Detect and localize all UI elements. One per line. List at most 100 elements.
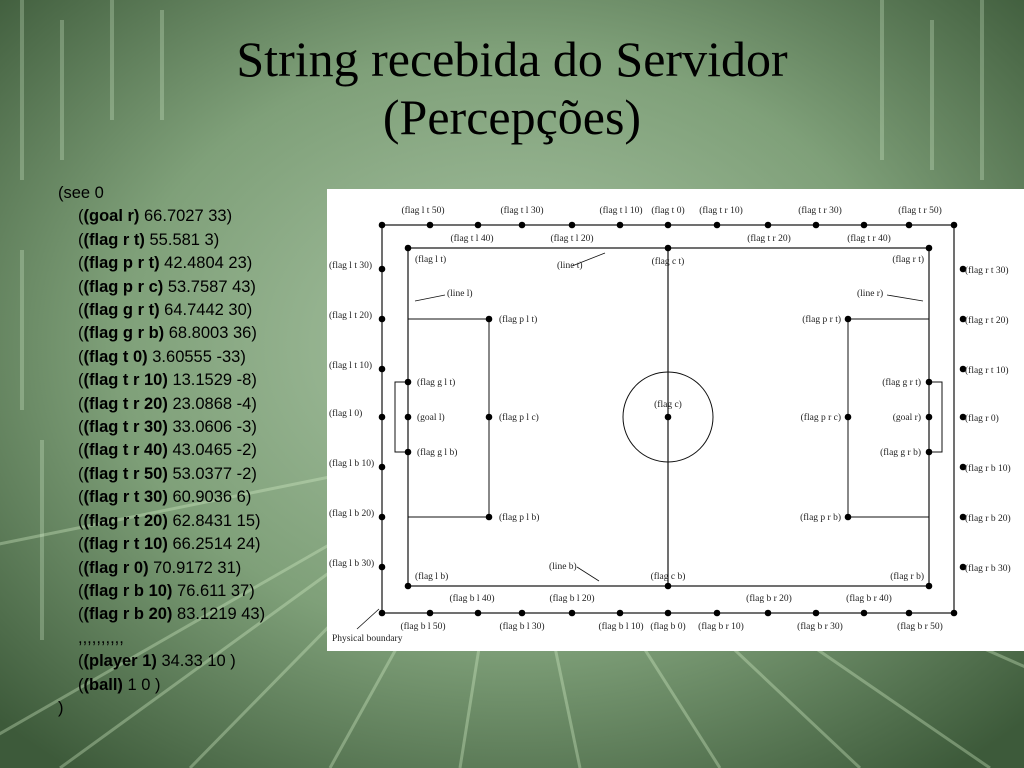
flag-label: (line r) — [857, 288, 883, 299]
code-entry-value: 34.33 10 ) — [156, 652, 236, 671]
flag-marker — [664, 244, 672, 252]
code-entry: ((flag r t 20) 62.8431 15) — [78, 511, 261, 530]
flag-label: (flag l b) — [415, 571, 448, 582]
flag-right-outer-marker — [959, 563, 967, 571]
flag-right-outer-marker — [959, 265, 967, 273]
center-circle — [622, 371, 714, 463]
flag-bottom-outer-label: (flag b l 50) — [400, 621, 445, 632]
flag-marker — [844, 513, 852, 521]
code-entries: ((goal r) 66.7027 33)((flag r t) 55.581 … — [58, 205, 328, 626]
flag-label: (goal l) — [417, 412, 445, 423]
line-r-arrow — [886, 294, 924, 302]
flag-right-outer-marker — [959, 463, 967, 471]
flag-left-outer-marker — [378, 513, 386, 521]
code-entry-key: (flag t r 30) — [83, 418, 168, 437]
flag-top-outer-marker — [905, 221, 913, 229]
flag-right-outer-label: (flag r b 20) — [965, 513, 1011, 524]
flag-bottom-outer-marker — [518, 609, 526, 617]
code-entry-key: (player 1) — [83, 652, 157, 671]
flag-marker — [485, 413, 493, 421]
code-entry: ((flag p r t) 42.4804 23) — [78, 254, 253, 273]
flag-right-outer-label: (flag r t 10) — [965, 365, 1009, 376]
code-entry-key: (flag r b 20) — [83, 605, 173, 624]
code-entry: ((goal r) 66.7027 33) — [78, 207, 233, 226]
code-entry-value: 53.0377 -2) — [167, 464, 257, 483]
flag-top-inner-label: (flag t r 40) — [847, 233, 891, 244]
code-close-line: ) — [58, 698, 64, 717]
flag-right-outer-marker — [959, 513, 967, 521]
flag-bottom-outer-marker — [426, 609, 434, 617]
flag-top-inner-label: (flag t l 40) — [450, 233, 493, 244]
code-entry: ((ball) 1 0 ) — [78, 675, 161, 694]
flag-top-outer-marker — [664, 221, 672, 229]
code-entry-value: 43.0465 -2) — [167, 441, 257, 460]
code-tail-entries: ((player 1) 34.33 10 )((ball) 1 0 ) — [58, 650, 328, 697]
flag-label: (flag p r t) — [802, 314, 841, 325]
flag-marker — [664, 582, 672, 590]
flag-top-outer-marker — [950, 221, 958, 229]
flag-left-outer-label: (flag l b 20) — [329, 508, 374, 519]
flag-marker — [404, 582, 412, 590]
flag-right-outer-marker — [959, 315, 967, 323]
flag-bottom-inner-label: (flag b r 20) — [746, 593, 792, 604]
flag-right-outer-marker — [959, 413, 967, 421]
flag-right-outer-marker — [959, 365, 967, 373]
code-entry: ((flag t r 40) 43.0465 -2) — [78, 441, 257, 460]
code-entry-key: (flag t r 40) — [83, 441, 168, 460]
flag-marker — [404, 378, 412, 386]
code-entry: ((flag r 0) 70.9172 31) — [78, 558, 242, 577]
flag-bottom-outer-label: (flag b 0) — [650, 621, 685, 632]
flag-left-outer-label: (flag l 0) — [329, 408, 362, 419]
flag-label: (flag g r t) — [882, 377, 921, 388]
flag-label: (flag g l t) — [417, 377, 455, 388]
flag-right-outer-label: (flag r b 10) — [965, 463, 1011, 474]
flag-left-outer-marker — [378, 315, 386, 323]
flag-bottom-outer-marker — [764, 609, 772, 617]
flag-bottom-outer-marker — [616, 609, 624, 617]
flag-top-outer-marker — [568, 221, 576, 229]
code-entry-value: 33.0606 -3) — [167, 418, 257, 437]
code-entry-key: (goal r) — [83, 207, 140, 226]
code-entry-key: (flag p r t) — [83, 254, 160, 273]
code-entry-value: 70.9172 31) — [148, 558, 242, 577]
flag-right-outer-label: (flag r b 30) — [965, 563, 1011, 574]
flag-left-outer-marker — [378, 463, 386, 471]
flag-left-outer-label: (flag l t 10) — [329, 360, 372, 371]
code-open-line: (see 0 — [58, 184, 104, 202]
flag-label: (flag p l b) — [499, 512, 539, 523]
flag-right-outer-label: (flag r 0) — [965, 413, 999, 424]
code-entry-value: 83.1219 43) — [172, 605, 266, 624]
flag-left-outer-label: (flag l b 30) — [329, 558, 374, 569]
soccer-field-diagram: (flag l t 50)(flag t l 30)(flag t l 10)(… — [327, 189, 1024, 651]
code-entry-key: (flag r t) — [83, 230, 145, 249]
flag-bottom-outer-label: (flag b r 10) — [698, 621, 744, 632]
flag-top-outer-marker — [378, 221, 386, 229]
code-entry-value: 68.8003 36) — [164, 324, 257, 343]
flag-label: (flag p l c) — [499, 412, 539, 423]
flag-label: (flag c t) — [652, 256, 685, 267]
flag-label: (flag l t) — [415, 254, 446, 265]
flag-label: (line t) — [557, 260, 583, 271]
flag-marker — [925, 244, 933, 252]
code-entry-key: (flag r t 10) — [83, 535, 168, 554]
code-entry-key: (flag r 0) — [83, 558, 149, 577]
code-entry-value: 66.2514 24) — [167, 535, 261, 554]
flag-label: (line l) — [447, 288, 473, 299]
code-entry: ((flag g r b) 68.8003 36) — [78, 324, 257, 343]
flag-bottom-inner-label: (flag b l 20) — [549, 593, 594, 604]
flag-marker — [925, 378, 933, 386]
flag-label: (flag r t) — [892, 254, 924, 265]
flag-top-inner-label: (flag t l 20) — [550, 233, 593, 244]
flag-bottom-outer-marker — [905, 609, 913, 617]
code-entry: ((flag t r 50) 53.0377 -2) — [78, 464, 257, 483]
code-entry: ((flag g r t) 64.7442 30) — [78, 301, 253, 320]
code-entry-value: 3.60555 -33) — [147, 347, 246, 366]
flag-marker — [844, 413, 852, 421]
flag-bottom-outer-marker — [713, 609, 721, 617]
code-entry-value: 53.7587 43) — [163, 277, 256, 296]
flag-top-outer-label: (flag t l 10) — [599, 205, 642, 216]
code-entry-value: 42.4804 23) — [159, 254, 253, 273]
code-entry: ((flag t r 30) 33.0606 -3) — [78, 418, 257, 437]
code-entry-key: (flag t r 50) — [83, 464, 168, 483]
code-entry-value: 55.581 3) — [144, 230, 220, 249]
